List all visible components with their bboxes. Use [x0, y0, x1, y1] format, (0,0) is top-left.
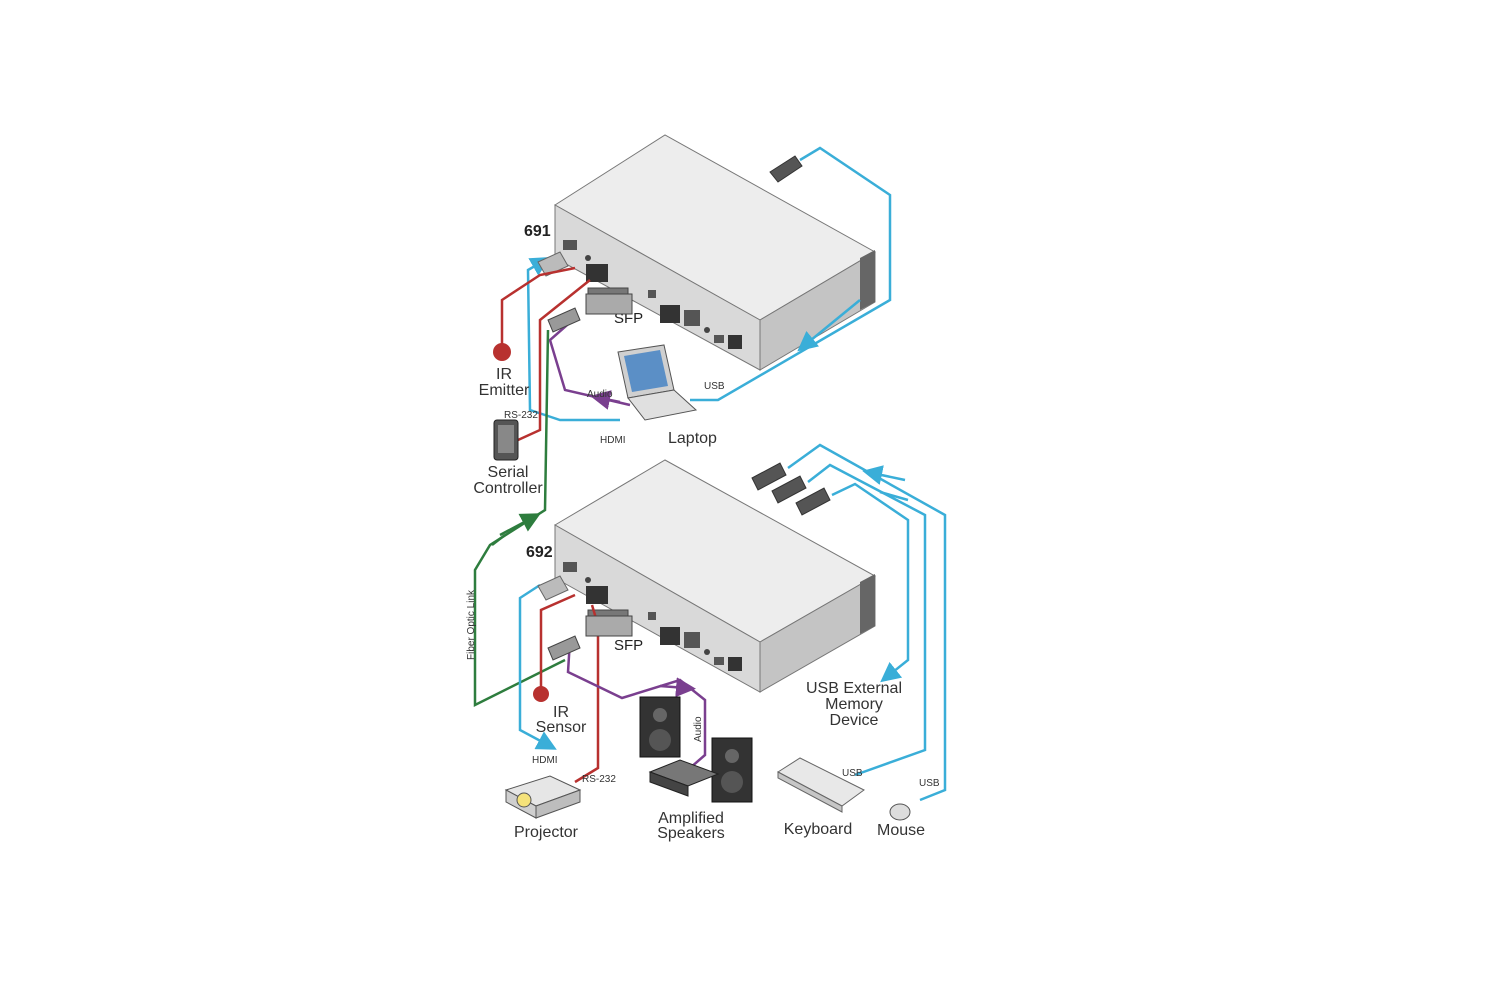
usb-cable-mouse: [787, 443, 947, 802]
speakers-icon: [639, 696, 753, 803]
audio-bottom-label: Audio: [693, 716, 704, 742]
unit-691: [554, 134, 877, 371]
ir-emitter-label-2: Emitter: [479, 382, 530, 399]
ir-cable-top: [500, 266, 576, 352]
projector-label: Projector: [514, 824, 579, 841]
projector-icon: [504, 775, 582, 819]
hdmi-bottom-label: HDMI: [532, 755, 558, 766]
usb-memory-label-2: Memory: [825, 696, 883, 713]
fiber-optic-link: [473, 329, 566, 708]
laptop-icon: [617, 344, 698, 421]
sfp-bottom-label: SFP: [614, 637, 643, 654]
sfp-module-bottom: [585, 615, 633, 637]
usb-memory-label-1: USB External: [806, 680, 902, 697]
usb-a-connectors-bottom: [751, 462, 831, 516]
audio-top-label: Audio: [587, 389, 613, 400]
fiber-link-label: Fiber Optic Link: [466, 589, 477, 660]
audio-cable-bottom: [566, 639, 707, 769]
ir-emitter-label-1: IR: [496, 366, 512, 383]
usb-cable-top: [690, 146, 892, 402]
rs232-top-label: RS-232: [504, 410, 538, 421]
ir-sensor-icon: [533, 686, 549, 702]
keyboard-icon: [777, 757, 865, 813]
sfp-module-top: [585, 293, 633, 315]
mouse-icon: [889, 803, 911, 821]
mouse-label: Mouse: [877, 822, 925, 839]
hdmi-cable-bottom: [518, 583, 557, 750]
usb-cable-keyboard: [807, 463, 927, 777]
serial-controller-label-1: Serial: [488, 464, 529, 481]
usb-mouse-label: USB: [919, 778, 940, 789]
usb-memory-label-3: Device: [830, 712, 879, 729]
usb-top-label: USB: [704, 381, 725, 392]
keyboard-label: Keyboard: [784, 821, 853, 838]
usb-b-connector-top: [769, 155, 803, 183]
serial-controller-icon: [493, 419, 519, 461]
usb-keyboard-label: USB: [842, 768, 863, 779]
rs232-bottom-label: RS-232: [582, 774, 616, 785]
speakers-label-2: Speakers: [657, 825, 725, 842]
hdmi-top-label: HDMI: [600, 435, 626, 446]
ir-sensor-label-1: IR: [553, 704, 569, 721]
laptop-label: Laptop: [668, 430, 717, 447]
speakers-label-1: Amplified: [658, 810, 724, 827]
ir-emitter-icon: [493, 343, 511, 361]
rs232-cable-top: [517, 279, 591, 442]
hdmi-cable-top: [526, 257, 620, 422]
serial-controller-label-2: Controller: [473, 480, 543, 497]
usb-cable-memory: [831, 482, 910, 683]
model-692-label: 692: [526, 544, 553, 561]
model-691-label: 691: [524, 223, 551, 240]
ir-cable-bottom: [539, 593, 576, 690]
rs232-cable-bottom: [574, 604, 600, 784]
ir-sensor-label-2: Sensor: [536, 719, 587, 736]
